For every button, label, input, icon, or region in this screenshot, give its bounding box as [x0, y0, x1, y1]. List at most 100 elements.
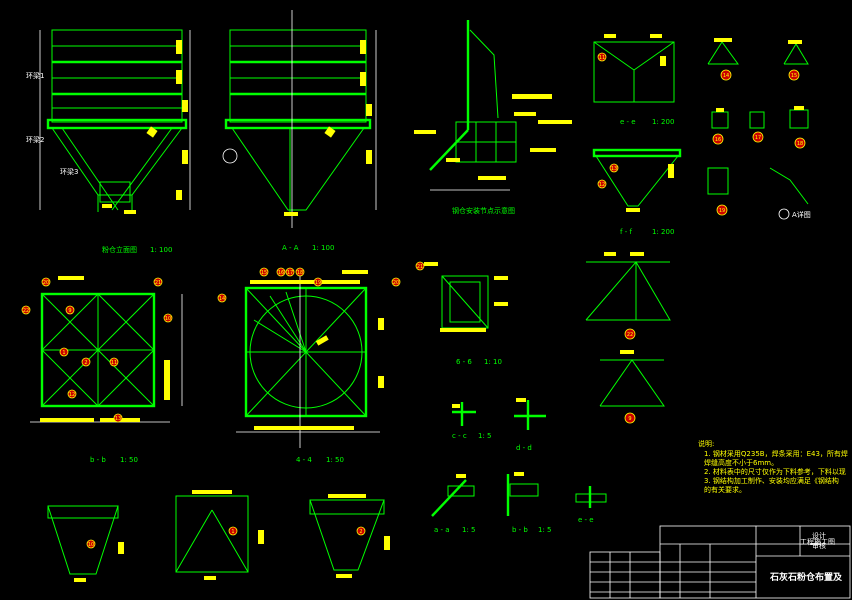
marker-number: 20: [393, 280, 399, 286]
silo-elevation-view: 环梁1 环梁2 环梁3 粉仓立面图 1: 100: [26, 29, 191, 254]
section-d-d-label: d - d: [516, 444, 532, 452]
marker-number: 16: [715, 137, 721, 143]
reference-marker: [59, 347, 69, 357]
section-b-b-scale: 1: 50: [120, 456, 138, 464]
marker-number: 15: [791, 73, 797, 79]
section-d-d-view: d - d: [514, 398, 546, 452]
section-b-b-small-label: b - b: [512, 526, 528, 534]
reference-marker: [712, 133, 724, 145]
ring-beam-1-label: 环梁1: [26, 71, 44, 80]
title-block-designer: 设计: [812, 531, 826, 540]
reference-marker: [609, 163, 619, 173]
section-4-4-label: 4 - 4: [296, 456, 312, 464]
marker-number: 22: [23, 308, 29, 314]
reference-marker: [788, 69, 800, 81]
section-e-e-small: e - e: [575, 486, 607, 524]
section-a-a-scale: 1: 100: [312, 244, 334, 252]
marker-number: 15: [261, 270, 267, 276]
marker-number: 12: [69, 392, 75, 398]
marker-number: 17: [287, 270, 293, 276]
marker-number: 21: [155, 280, 161, 286]
reference-marker: [356, 526, 366, 536]
section-e-e-small-label: e - e: [578, 516, 594, 524]
reference-marker: [716, 204, 728, 216]
section-b-b-small-scale: 1: 5: [538, 526, 552, 534]
note-item-3: 2. 材料表中的尺寸仅作为下料参考，下料以现: [704, 467, 846, 476]
marker-number: 14: [723, 73, 729, 79]
reference-marker: [217, 293, 227, 303]
reference-marker: [794, 137, 806, 149]
section-a-a-small-scale: 1: 5: [462, 526, 476, 534]
marker-number: 19: [719, 208, 725, 214]
marker-number: 20: [43, 280, 49, 286]
marker-number: 18: [297, 270, 303, 276]
reference-marker: [65, 305, 75, 315]
install-detail-view: 钢仓安装节点示意图: [414, 20, 572, 215]
reference-marker: [624, 328, 636, 340]
reference-marker: [752, 131, 764, 143]
section-e-e-label: e - e: [620, 118, 636, 126]
section-a-a-small: a - a 1: 5: [431, 474, 476, 534]
reference-marker: [259, 267, 269, 277]
marker-number: 11: [111, 360, 117, 366]
section-b-b-label: b - b: [90, 456, 106, 464]
marker-number: 17: [755, 135, 761, 141]
reference-marker: [81, 357, 91, 367]
elevation-view-label: 粉仓立面图: [102, 245, 137, 254]
reference-marker: [597, 179, 607, 189]
reference-marker: [313, 277, 323, 287]
reference-marker: [415, 261, 425, 271]
note-item-2: 焊缝高度不小于6mm。: [704, 458, 778, 467]
section-e-e-view: e - e 1: 200 11: [593, 34, 675, 126]
section-b-b-small: b - b 1: 5: [506, 472, 552, 534]
section-f-f-label: f - f: [620, 228, 632, 236]
section-a-a-label: A - A: [282, 244, 299, 252]
marker-number: 11: [599, 55, 605, 61]
drawing-title: 石灰石粉仓布置及: [769, 571, 843, 583]
section-6-6-view: 6 - 6 1: 10 21: [415, 261, 508, 366]
reference-marker: [597, 52, 607, 62]
reference-marker: [285, 267, 295, 277]
notes-heading: 说明:: [698, 439, 714, 448]
section-a-a-small-label: a - a: [434, 526, 450, 534]
reference-marker: [41, 277, 51, 287]
section-c-c-view: c - c 1: 5: [452, 402, 492, 440]
marker-number: 10: [165, 316, 171, 322]
reference-marker: [276, 267, 286, 277]
reference-marker: [86, 539, 96, 549]
marker-number: 18: [797, 141, 803, 147]
hopper-view-left: 10: [47, 505, 124, 582]
reference-marker: [21, 305, 31, 315]
ring-beam-2-label: 环梁2: [26, 135, 44, 144]
marker-number: 9: [628, 416, 631, 422]
marker-number: 12: [599, 182, 605, 188]
marker-number: 2: [84, 360, 87, 366]
marker-number: 13: [115, 416, 121, 422]
marker-number: 9: [68, 308, 71, 314]
hopper-view-right: 2: [309, 494, 390, 578]
marker-number: 21: [417, 264, 423, 270]
note-item-1: 1. 钢材采用Q235B，焊条采用：E43，所有焊: [704, 449, 848, 458]
ring-beam-3-label: 环梁3: [60, 167, 78, 176]
marker-number: 22: [627, 332, 633, 338]
section-6-6-scale: 1: 10: [484, 358, 502, 366]
reference-marker: [113, 413, 123, 423]
frame-9-view: 22: [585, 252, 671, 340]
reference-marker: [720, 69, 732, 81]
marker-number: 1: [231, 529, 234, 535]
reference-marker: [295, 267, 305, 277]
marker-number: 1: [62, 350, 65, 356]
title-block-checker: 审核: [812, 541, 826, 550]
reference-marker: [228, 526, 238, 536]
reference-marker: [163, 313, 173, 323]
section-6-6-label: 6 - 6: [456, 358, 472, 366]
marker-number: 2: [359, 529, 362, 535]
reference-marker: [153, 277, 163, 287]
hopper-view-middle: 1: [175, 490, 264, 580]
marker-number: 10: [88, 542, 94, 548]
reference-marker: [391, 277, 401, 287]
marker-number: 16: [278, 270, 284, 276]
